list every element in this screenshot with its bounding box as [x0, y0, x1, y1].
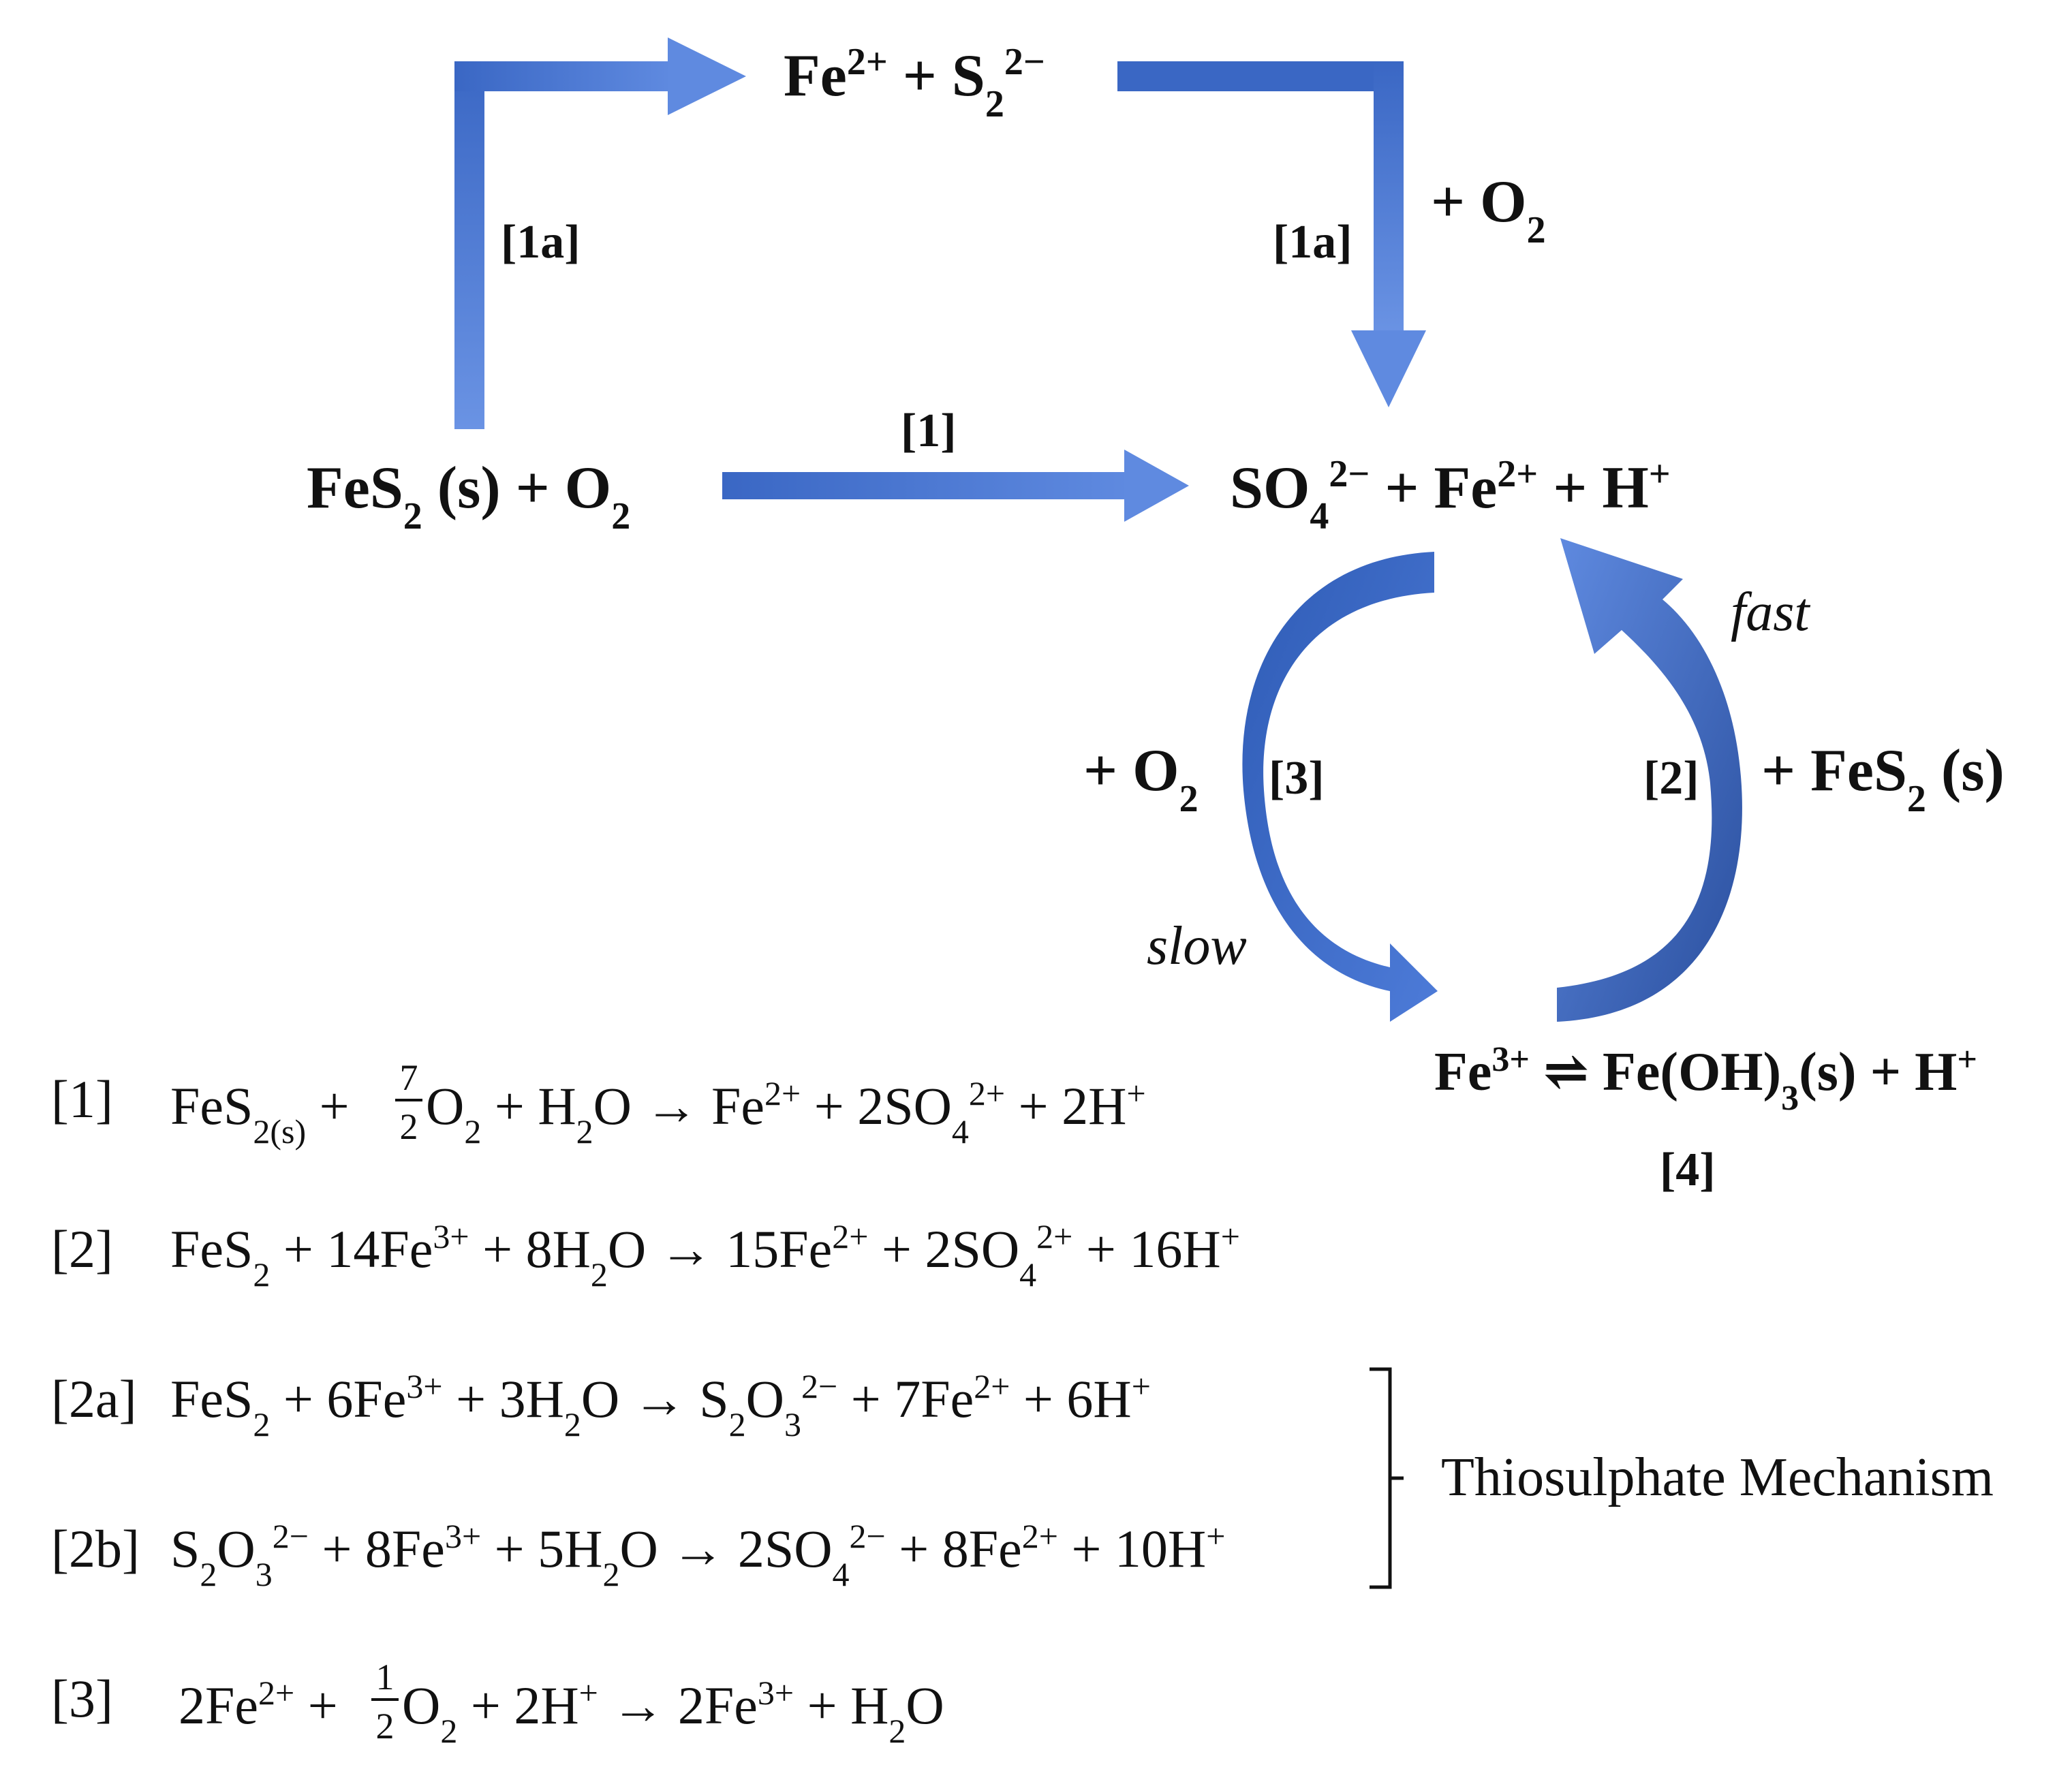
- label-plus-o2-top: + O2: [1431, 169, 1546, 251]
- equation-3-id: [3]: [51, 1669, 113, 1728]
- arrow-1a-right: [1117, 61, 1426, 407]
- equation-3-text-b: O2 + 2H+ → 2Fe3+ + H2O: [402, 1674, 944, 1750]
- label-3: [3]: [1269, 752, 1325, 804]
- thiosulphate-label: Thiosulphate Mechanism: [1441, 1447, 1994, 1507]
- equation-2b-text: S2O32− + 8Fe3+ + 5H2O → 2SO42− + 8Fe2+ +…: [170, 1517, 1225, 1593]
- species-fe3-equilibrium: Fe3+ ⇌ Fe(OH)3(s) + H+: [1434, 1040, 1977, 1118]
- equation-2a: [2a] FeS2 + 6Fe3+ + 3H2O → S2O32− + 7Fe2…: [51, 1367, 1151, 1443]
- equation-1-frac-bar: [395, 1099, 422, 1101]
- species-products: SO42− + Fe2+ + H+: [1230, 453, 1671, 537]
- equation-2a-id: [2a]: [51, 1369, 137, 1428]
- equation-2a-text: FeS2 + 6Fe3+ + 3H2O → S2O32− + 7Fe2+ + 6…: [170, 1367, 1151, 1443]
- species-pyrite-o2: FeS2 (s) + O2: [307, 455, 630, 537]
- equation-1: [1] FeS2(s) + 7 2 O2 + H2O → Fe2+ + 2SO4…: [51, 1057, 1146, 1151]
- species-fe2-s2: Fe2+ + S22−: [784, 41, 1045, 125]
- equation-3-frac-num: 1: [376, 1657, 395, 1697]
- label-fast: fast: [1731, 582, 1810, 642]
- equation-3-frac-den: 2: [376, 1706, 395, 1747]
- arrow-1: [722, 450, 1189, 522]
- equation-1-frac-num: 7: [400, 1057, 418, 1098]
- equation-1-id: [1]: [51, 1069, 113, 1129]
- equation-1-text: FeS2(s) +: [170, 1076, 350, 1151]
- equation-2b: [2b] S2O32− + 8Fe3+ + 5H2O → 2SO42− + 8F…: [51, 1517, 1225, 1593]
- equation-2-id: [2]: [51, 1219, 113, 1279]
- arrow-3-slow-arc: [1242, 552, 1438, 1022]
- thiosulphate-bracket: [1370, 1367, 1404, 1589]
- arrow-1a-left: [454, 37, 746, 429]
- equation-1-text-b: O2 + H2O → Fe2+ + 2SO42+ + 2H+: [426, 1074, 1146, 1151]
- equation-3-text: 2Fe2+ +: [179, 1674, 338, 1735]
- equation-3: [3] 2Fe2+ + 1 2 O2 + 2H+ → 2Fe3+ + H2O: [51, 1657, 944, 1750]
- equation-1-frac-den: 2: [400, 1106, 418, 1147]
- label-slow: slow: [1147, 916, 1247, 976]
- label-plus-fes2: + FeS2 (s): [1761, 738, 2005, 820]
- label-plus-o2-left: + O2: [1083, 738, 1199, 820]
- equation-2: [2] FeS2 + 14Fe3+ + 8H2O → 15Fe2+ + 2SO4…: [51, 1217, 1240, 1294]
- equation-2b-id: [2b]: [51, 1519, 140, 1578]
- label-4: [4]: [1660, 1144, 1716, 1196]
- label-1a-right: [1a]: [1273, 216, 1352, 268]
- label-1a-left: [1a]: [501, 216, 581, 268]
- equation-3-frac-bar: [371, 1698, 399, 1701]
- label-2: [2]: [1643, 752, 1699, 804]
- equation-2-text: FeS2 + 14Fe3+ + 8H2O → 15Fe2+ + 2SO42+ +…: [170, 1217, 1240, 1294]
- equation-list: [1] FeS2(s) + 7 2 O2 + H2O → Fe2+ + 2SO4…: [51, 1057, 1994, 1750]
- label-1: [1]: [901, 405, 957, 457]
- arrow-2-fast-arc: [1557, 538, 1742, 1022]
